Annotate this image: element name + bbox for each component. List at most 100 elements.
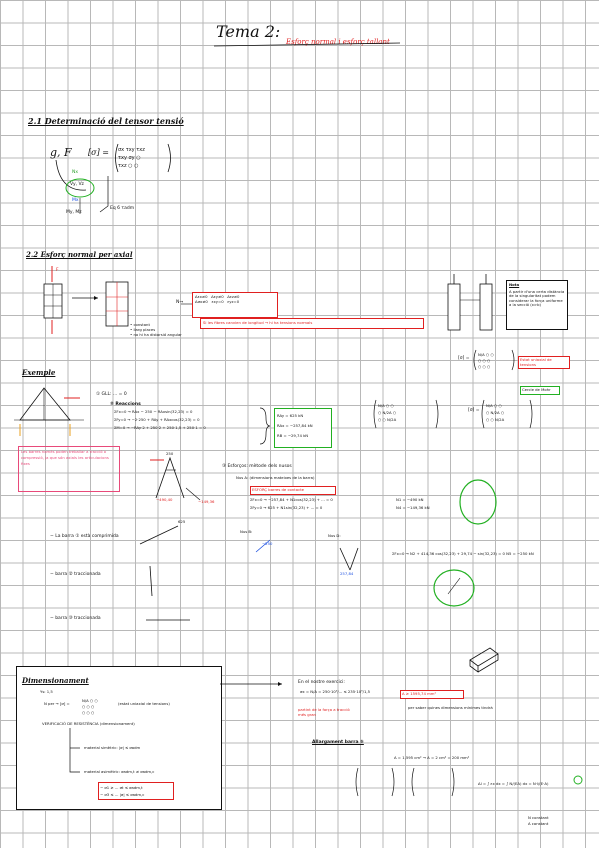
section-21-lhs: g, F xyxy=(50,146,72,159)
matrix-row: N/A ○ ○ xyxy=(486,403,502,408)
nus-b: Nus B: xyxy=(240,529,253,534)
tensor-lhs: [σ] = xyxy=(458,356,470,361)
tensor-matrix: N/A ○ ○ ○ ○ ○ ○ ○ ○ xyxy=(478,352,494,370)
allarg-data: A = 1,595 cm² → A = 2 cm² = 200 mm² xyxy=(394,755,470,760)
nus-eq-1: ΣFx=0 → −257,84 + N1cos(32,23) + ... = 0 xyxy=(250,497,333,502)
constant-a: A constant xyxy=(528,821,549,826)
nus-eq-2: ΣFy=0 → 625 + N1sin(32,23) + ... = 0 xyxy=(250,505,323,510)
nus-res-1: N1 = −490 kN xyxy=(396,497,424,502)
section-21-arrow: [σ] = xyxy=(88,148,109,157)
estat-box: Estat uniaxial de tensions xyxy=(518,356,570,370)
dimensionament-heading: Dimensionament xyxy=(22,676,89,685)
matrix-row: ○ ○ ○ xyxy=(82,710,95,715)
matrix-row: ○ N/2A ○ xyxy=(486,410,505,415)
force-label: 257,84 xyxy=(340,571,354,576)
list-llarg: • llarg places xyxy=(130,327,156,332)
right-title: En el nostre exercici: xyxy=(298,680,345,685)
result-rb: RB = −29,74 kN xyxy=(277,433,309,438)
force-label: −490,40 xyxy=(156,497,173,502)
note-nx: Nx xyxy=(72,170,79,175)
section-22-heading: 2.2 Esforç normal per axial xyxy=(26,250,133,259)
dim-note: (estat uniaxial de tensions) xyxy=(118,701,170,706)
section-21-heading: 2.1 Determinació del tensor tensió xyxy=(28,116,184,126)
nota-box: Nota A partir d'una certa distància de l… xyxy=(506,280,568,330)
verificacio: VERIFICACIÓ DE RESISTÈNCIA (dimensioname… xyxy=(42,721,135,726)
nus-res-2: N4 = −149,36 kN xyxy=(396,505,430,510)
matrix-row: ○ ○ ○ xyxy=(478,358,491,363)
note-mymz: My, Mz xyxy=(66,210,82,215)
pink-note: Les barres només poden treballar a tracc… xyxy=(18,446,120,492)
matrix-row: ○ ○ N/2A xyxy=(486,417,505,422)
mat-asimetric: material asimètric: σadm,t ≠ σadm,c xyxy=(84,769,155,774)
n-label: N→ xyxy=(176,300,184,305)
reactions-results: RAy = 625 kN RAx = −257,84 kN RB = −29,7… xyxy=(274,408,332,448)
right-box: A ≥ 1595,74 mm² xyxy=(400,690,464,699)
matrix-row: σx τxy τxz xyxy=(118,147,145,153)
force-label: −149,36 xyxy=(198,499,215,504)
nota-text: A partir d'una certa distància de la sin… xyxy=(509,288,565,308)
eq-2: ΣFy=0 → −2·250 + RAy + RAxcos(32,23) = 0 xyxy=(114,417,200,422)
section-21-result: Eq 6 τadm xyxy=(110,206,135,211)
mat-simetric: material simètric: |σ| ≤ σadm xyxy=(84,745,141,750)
exemple-heading: Exemple xyxy=(22,368,56,377)
page-title: Tema 2: xyxy=(216,22,281,41)
eq-3: ΣM=0 → −RAy·2 + 250·2 + 250·1,5 + 250·1 … xyxy=(114,425,206,430)
right-eq: σx = N/A = 250·10³/... ≤ 235·10⁶/1,5 xyxy=(300,689,370,694)
bar-1-status: − La barra ① està comprimida xyxy=(50,534,119,539)
section-21-matrix: σx τxy τxz τxy σy ○ τxz ○ ○ xyxy=(118,146,145,170)
right-note-2: per saber quines dimensions mínimes tind… xyxy=(408,705,493,710)
matrix-row: N/A ○ ○ xyxy=(478,352,494,357)
list-constant: • constant xyxy=(130,322,150,327)
matrix-row: N/A ○ ○ xyxy=(378,403,394,408)
force-label: 625 xyxy=(178,519,186,524)
mohr-box: Cercle de Mohr xyxy=(520,386,560,395)
nota-title: Nota xyxy=(509,282,520,287)
strain-box: Δεx≠0 Δεy≠0 Δεz≠0 Δσx≠0 εxy=0 εyz=0 xyxy=(192,292,278,318)
nus-d: Nus D: xyxy=(328,533,341,538)
note-vyvz: Vy, Vz xyxy=(70,182,84,187)
nus-d-eq: ΣFx=0 → N2 + 414,36 cos(32,23) + 29,74 −… xyxy=(392,551,534,556)
step3: ③ Esforços: mètode dels nusos xyxy=(222,464,292,469)
final-eq: Δl = ∫ εx dx = ∫ N/(EA) dx = N·l/(E·A) xyxy=(478,781,549,786)
force-label: −250 xyxy=(262,541,273,546)
matrix-row: ○ ○ N/2A xyxy=(378,417,397,422)
sigma-row: − σ3 ≤ ... |σ| ≤ σadm,c xyxy=(100,792,145,797)
matrix-row: τxz ○ ○ xyxy=(118,163,139,169)
matrix-row: N/A ○ ○ xyxy=(82,698,98,703)
sigma-row: − σ1 ≥ ... σt ≤ σadm,t xyxy=(100,785,143,790)
red-note: Si les fibres canvien de longitud → hi h… xyxy=(200,318,424,329)
n-box: ESFORÇ barres de contacte xyxy=(250,486,336,495)
constant-n: N constant xyxy=(528,815,549,820)
nus-a: Nus A: (dimensions mateixes de la barra) xyxy=(236,475,315,480)
result-ray: RAy = 625 kN xyxy=(277,413,304,418)
dim-matrix: N/A ○ ○ ○ ○ ○ ○ ○ ○ xyxy=(82,698,98,716)
ys-value: Ys: 1,5 xyxy=(40,689,53,694)
page-subtitle: Esforç normal i esforç tallant xyxy=(286,38,390,46)
sigma-box: − σ1 ≥ ... σt ≤ σadm,t − σ3 ≤ ... |σ| ≤ … xyxy=(98,782,174,800)
force-label: 250 xyxy=(166,451,174,456)
bar-3-status: − barra ③ traccionada xyxy=(50,616,101,621)
n-eq: N per → [σ] = xyxy=(44,701,70,706)
step1: ① GLL: ... = 0 xyxy=(96,392,127,397)
note-mx: Mx xyxy=(72,198,79,203)
result-rax: RAx = −257,84 kN xyxy=(277,423,313,428)
step2: ② Reaccions xyxy=(110,402,141,407)
bar-force-label: F xyxy=(56,268,59,273)
allarg-heading: Allargament barra ⑤ xyxy=(312,740,364,745)
mohr-lhs: [σ] = xyxy=(468,408,480,413)
matrix-row: ○ ○ ○ xyxy=(478,364,491,369)
mohr-matrix: N/A ○ ○ ○ N/2A ○ ○ ○ N/2A xyxy=(486,402,504,423)
list-distorsio: • no hi ha distorsió angular xyxy=(130,332,182,337)
second-matrix: N/A ○ ○ ○ N/2A ○ ○ ○ N/2A xyxy=(378,402,396,423)
eq-1: ΣFx=0 → RAx − 250 − RAxsin(32,23) = 0 xyxy=(114,409,193,414)
matrix-row: ○ N/2A ○ xyxy=(378,410,397,415)
